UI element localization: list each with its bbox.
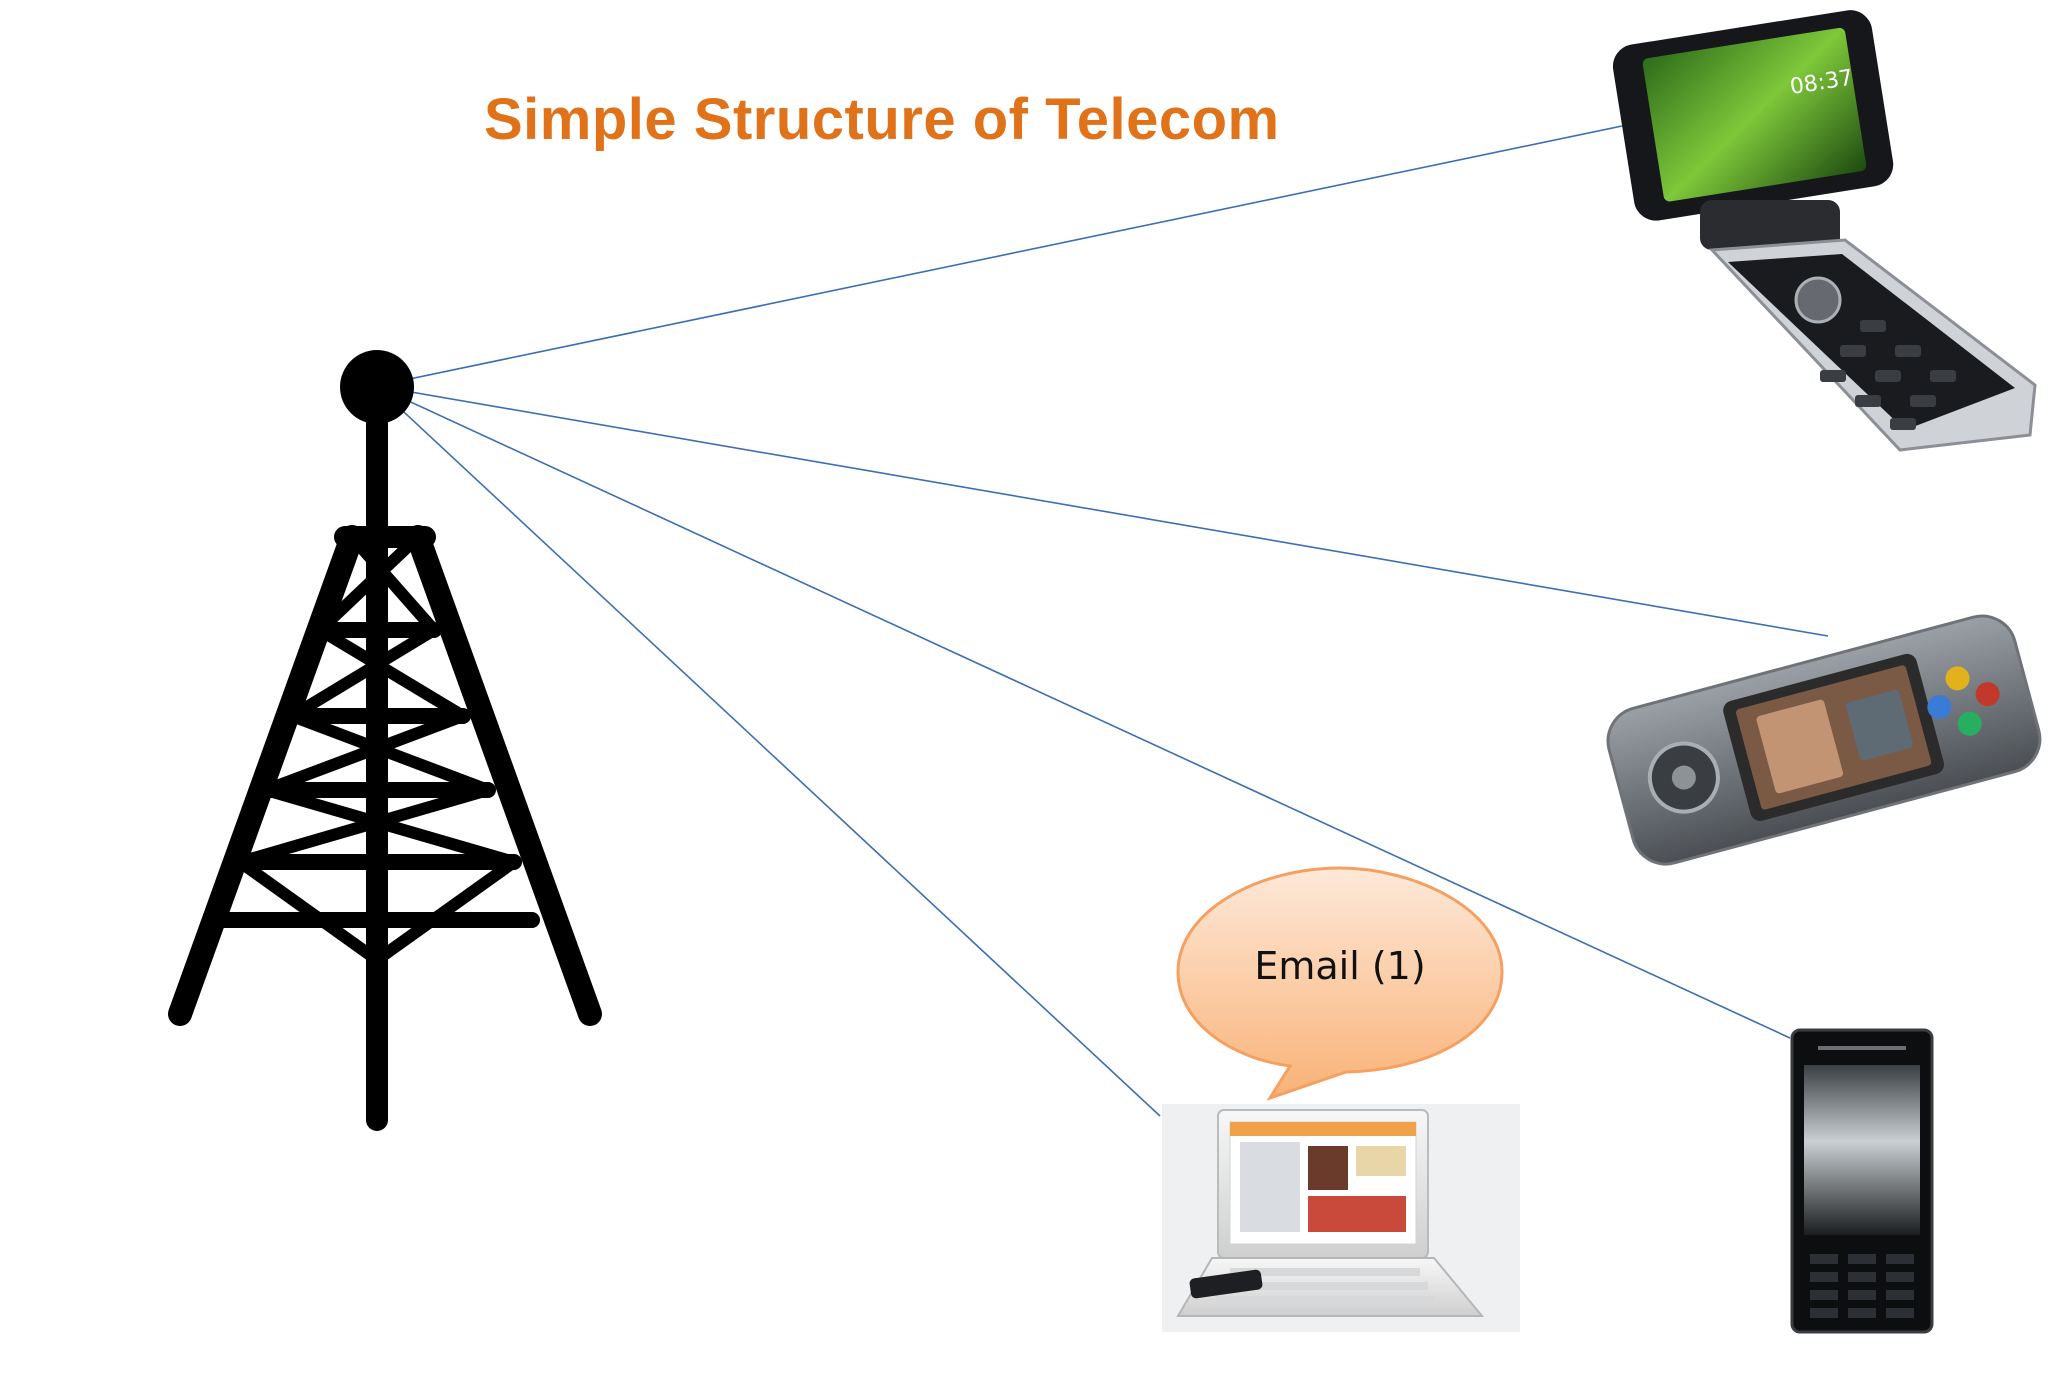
link-tower-to-flip-phone (375, 125, 1623, 387)
diagram-title: Simple Structure of Telecom (484, 87, 1280, 152)
email-speech-bubble (1176, 866, 1504, 1101)
link-tower-to-game-console (375, 385, 1829, 637)
laptop-icon (1162, 1104, 1520, 1332)
candybar-phone-icon (1790, 1028, 1934, 1334)
cell-tower-icon (168, 350, 602, 1131)
link-tower-to-laptop (375, 385, 1161, 1117)
link-tower-to-candybar-phone (375, 385, 1791, 1039)
flip-phone-icon: 08:37 (1612, 10, 2037, 452)
handheld-game-console-icon (1606, 614, 2042, 866)
connection-lines (375, 125, 1829, 1117)
email-notification-label: Email (1) (1254, 944, 1426, 988)
